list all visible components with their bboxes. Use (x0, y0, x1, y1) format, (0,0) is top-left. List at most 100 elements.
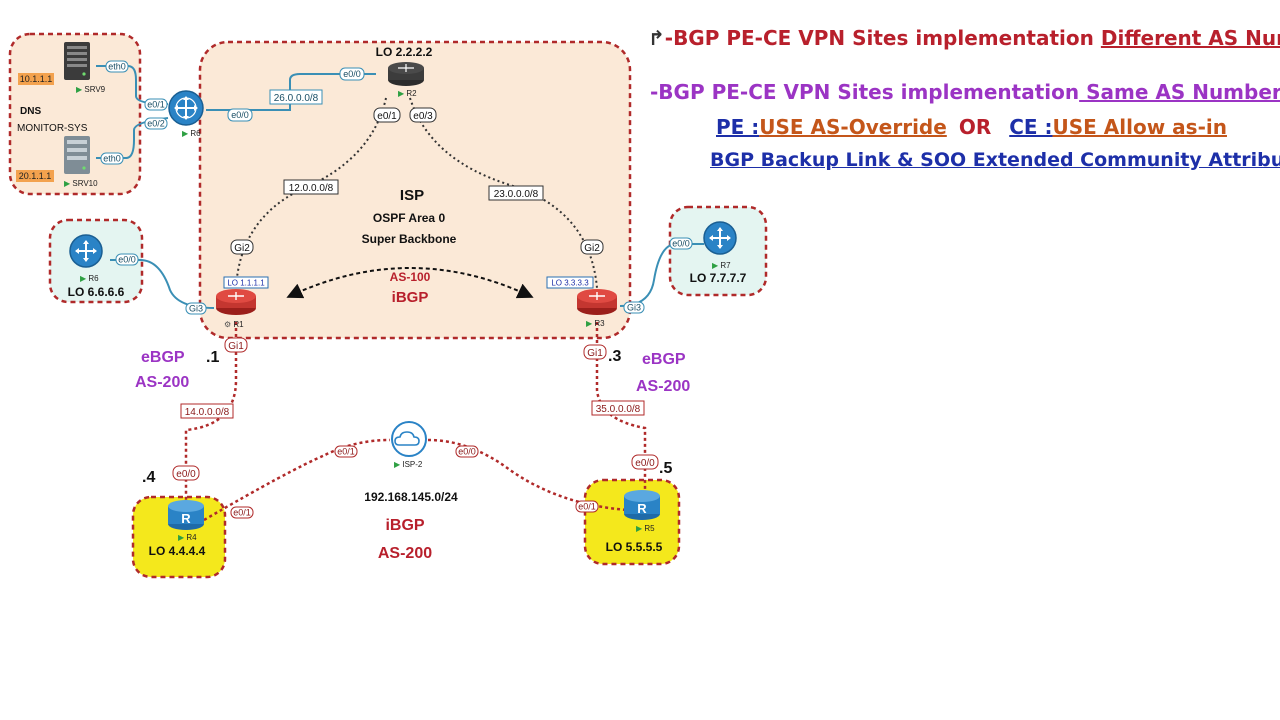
r2-label: ▶ R2 (398, 89, 417, 98)
svg-text:e0/1: e0/1 (337, 447, 355, 457)
note-1-text: -BGP PE-CE VPN Sites implementation (664, 26, 1101, 50)
link-r2-r3 (409, 97, 598, 289)
net-14: 14.0.0.0/8 (180, 403, 234, 419)
svg-text:e0/1: e0/1 (233, 508, 251, 518)
isp-cloud-region (198, 40, 632, 340)
annotations: ISP OSPF Area 0 Super Backbone AS-100 iB… (135, 187, 690, 562)
srv9-label: ▶ SRV9 (76, 85, 106, 94)
tag-srv10-eth0: eth0 (100, 152, 124, 165)
r5-router-icon[interactable]: R (624, 490, 660, 520)
note-2-text: -BGP PE-CE VPN Sites implementation (650, 80, 1080, 104)
svg-text:e0/0: e0/0 (176, 469, 196, 480)
svg-text:eth0: eth0 (108, 62, 126, 72)
r6-site-label: ▶ R6 (80, 274, 99, 283)
tag-r6site-e00: e0/0 (115, 253, 139, 266)
pe-value[interactable]: USE AS-Override (759, 115, 947, 139)
isp2-net: 192.168.145.0/24 (364, 490, 458, 504)
tag-r5-e00: e0/0 (631, 454, 659, 470)
ebgp-right-proto: eBGP (642, 351, 686, 368)
svg-text:e0/0: e0/0 (231, 110, 249, 120)
r2-router-icon[interactable] (388, 62, 424, 86)
svg-text:14.0.0.0/8: 14.0.0.0/8 (185, 407, 230, 418)
note-2-link[interactable]: Same AS Number (1079, 80, 1280, 104)
r1-lo-tag: LO 1.1.1.1 (223, 276, 269, 289)
tag-r6-e01: e0/1 (144, 98, 168, 111)
note-line-2: -BGP PE-CE VPN Sites implementation Same… (650, 80, 1280, 104)
tag-isp2-e00: e0/0 (455, 445, 479, 458)
net-26: 26.0.0.0/8 (269, 89, 323, 105)
note-1-link[interactable]: Different AS Number (1100, 26, 1280, 50)
r6-left-label: ▶ R6 (182, 129, 201, 138)
svg-text:35.0.0.0/8: 35.0.0.0/8 (596, 404, 641, 415)
tag-r3-gi1: Gi1 (583, 344, 607, 360)
svg-text:12.0.0.0/8: 12.0.0.0/8 (289, 183, 334, 194)
svg-text:LO 3.3.3.3: LO 3.3.3.3 (551, 279, 589, 288)
r7-site-router-icon[interactable] (703, 221, 737, 255)
pe-label[interactable]: PE : (716, 115, 760, 139)
tag-r2-e01: e0/1 (373, 107, 401, 123)
svg-text:e0/3: e0/3 (413, 111, 433, 122)
svg-text:Gi1: Gi1 (228, 341, 244, 352)
notes-panel: ↱-BGP PE-CE VPN Sites implementation Dif… (0, 0, 1280, 200)
link-r4-isp2 (203, 438, 391, 522)
isp-ibgp-as: AS-100 (390, 270, 431, 284)
tag-r1-gi1: Gi1 (224, 337, 248, 353)
ebgp-left-proto: eBGP (141, 349, 185, 366)
note-line-3: PE :USE AS-Override OR CE :USE Allow as-in (716, 115, 1227, 139)
r1-router-icon[interactable] (216, 289, 256, 315)
network-boxes: 26.0.0.0/8 12.0.0.0/8 23.0.0.0/8 14.0.0.… (180, 89, 645, 419)
r3-lo-tag: LO 3.3.3.3 (546, 276, 594, 289)
r5-label: ▶ R5 (636, 524, 655, 533)
r4-lo: LO 4.4.4.4 (149, 544, 206, 558)
isp2-label: ▶ ISP-2 (394, 460, 423, 469)
tag-r6-e00: e0/0 (227, 108, 253, 122)
isp-ibgp: iBGP (392, 289, 429, 306)
isp2-ibgp: iBGP (385, 517, 424, 534)
dns-label: DNS (20, 106, 41, 117)
srv9-server[interactable] (64, 42, 90, 80)
tag-r2-e03: e0/3 (409, 107, 437, 123)
r6-site-lo: LO 6.6.6.6 (68, 285, 125, 299)
svg-text:20.1.1.1: 20.1.1.1 (19, 171, 52, 181)
svg-text:10.1.1.1: 10.1.1.1 (20, 74, 53, 84)
r7-site-label: ▶ R7 (712, 261, 731, 270)
srv10-server[interactable] (64, 136, 90, 174)
loopback-tags: LO 1.1.1.1 LO 3.3.3.3 (223, 276, 594, 289)
r2-lo-label: LO 2.2.2.2 (376, 45, 433, 59)
ce-value[interactable]: USE Allow as-in (1052, 115, 1227, 139)
r6-left-router-icon[interactable] (168, 90, 204, 126)
tag-r4-e01: e0/1 (230, 506, 254, 519)
r3-dot: .3 (608, 348, 621, 365)
node-labels: ▶ SRV9 ▶ SRV10 DNS MONITOR-SYS ▶ R6 LO 2… (17, 45, 747, 558)
note-arrow-icon: ↱ (648, 26, 665, 50)
svg-text:23.0.0.0/8: 23.0.0.0/8 (494, 189, 539, 200)
srv9-ip-chip: 10.1.1.1 (18, 73, 54, 85)
svg-text:e0/1: e0/1 (578, 502, 596, 512)
r7-site-lo: LO 7.7.7.7 (690, 271, 747, 285)
r3-label: ▶ R3 (586, 319, 605, 328)
srv10-label: ▶ SRV10 (64, 179, 98, 188)
svg-text:e0/0: e0/0 (458, 447, 476, 457)
isp-title: ISP (400, 187, 424, 204)
tag-r7site-e00: e0/0 (669, 237, 693, 250)
r6-site-router-icon[interactable] (69, 234, 103, 268)
svg-text:e0/2: e0/2 (147, 119, 165, 129)
r1-label: ⚙ R1 (224, 320, 244, 329)
net-35: 35.0.0.0/8 (591, 400, 645, 416)
r5-dot: .5 (659, 460, 672, 477)
svg-text:Gi3: Gi3 (189, 304, 203, 314)
interface-tags: eth0 eth0 e0/1 e0/2 e0/0 e0/0 e0/0 e0/0 … (100, 60, 693, 519)
ce-label[interactable]: CE : (1009, 115, 1053, 139)
r3-router-icon[interactable] (577, 289, 617, 315)
r4-router-icon[interactable]: R (168, 500, 204, 530)
svg-text:e0/0: e0/0 (672, 239, 690, 249)
svg-text:26.0.0.0/8: 26.0.0.0/8 (274, 93, 319, 104)
isp2-cloud-icon[interactable] (391, 421, 427, 457)
svg-text:Gi3: Gi3 (627, 303, 641, 313)
svg-text:Gi1: Gi1 (587, 348, 603, 359)
svg-text:e0/0: e0/0 (343, 69, 361, 79)
or-label: OR (958, 115, 992, 139)
svg-text:Gi2: Gi2 (584, 243, 600, 254)
note-line-4[interactable]: BGP Backup Link & SOO Extended Community… (710, 149, 1280, 171)
